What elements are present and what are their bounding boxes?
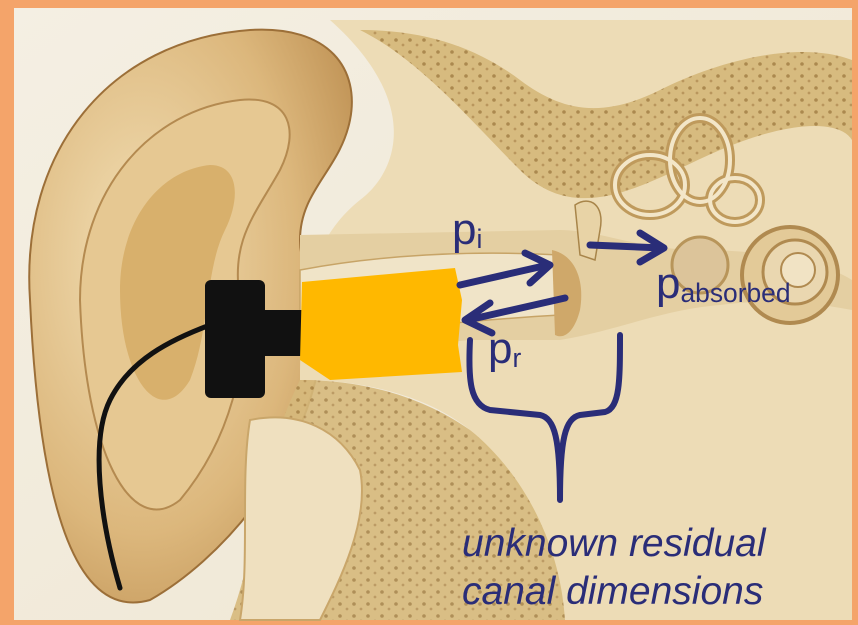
- absorbed-pressure-label: pabsorbed: [656, 262, 791, 306]
- absorbed-pressure-subscript: absorbed: [680, 278, 790, 308]
- caption-line-1: unknown residual: [462, 520, 766, 568]
- incident-pressure-label: pi: [452, 208, 482, 252]
- absorbed-pressure-symbol: p: [656, 259, 680, 308]
- residual-canal-caption: unknown residual canal dimensions: [462, 520, 766, 616]
- reflected-pressure-subscript: r: [512, 343, 521, 373]
- caption-line-2: canal dimensions: [462, 568, 766, 616]
- incident-pressure-subscript: i: [476, 224, 482, 254]
- reflected-pressure-symbol: p: [488, 324, 512, 373]
- reflected-pressure-label: pr: [488, 327, 521, 371]
- incident-pressure-symbol: p: [452, 205, 476, 254]
- probe-tip: [300, 268, 462, 380]
- ossicles: [575, 201, 601, 260]
